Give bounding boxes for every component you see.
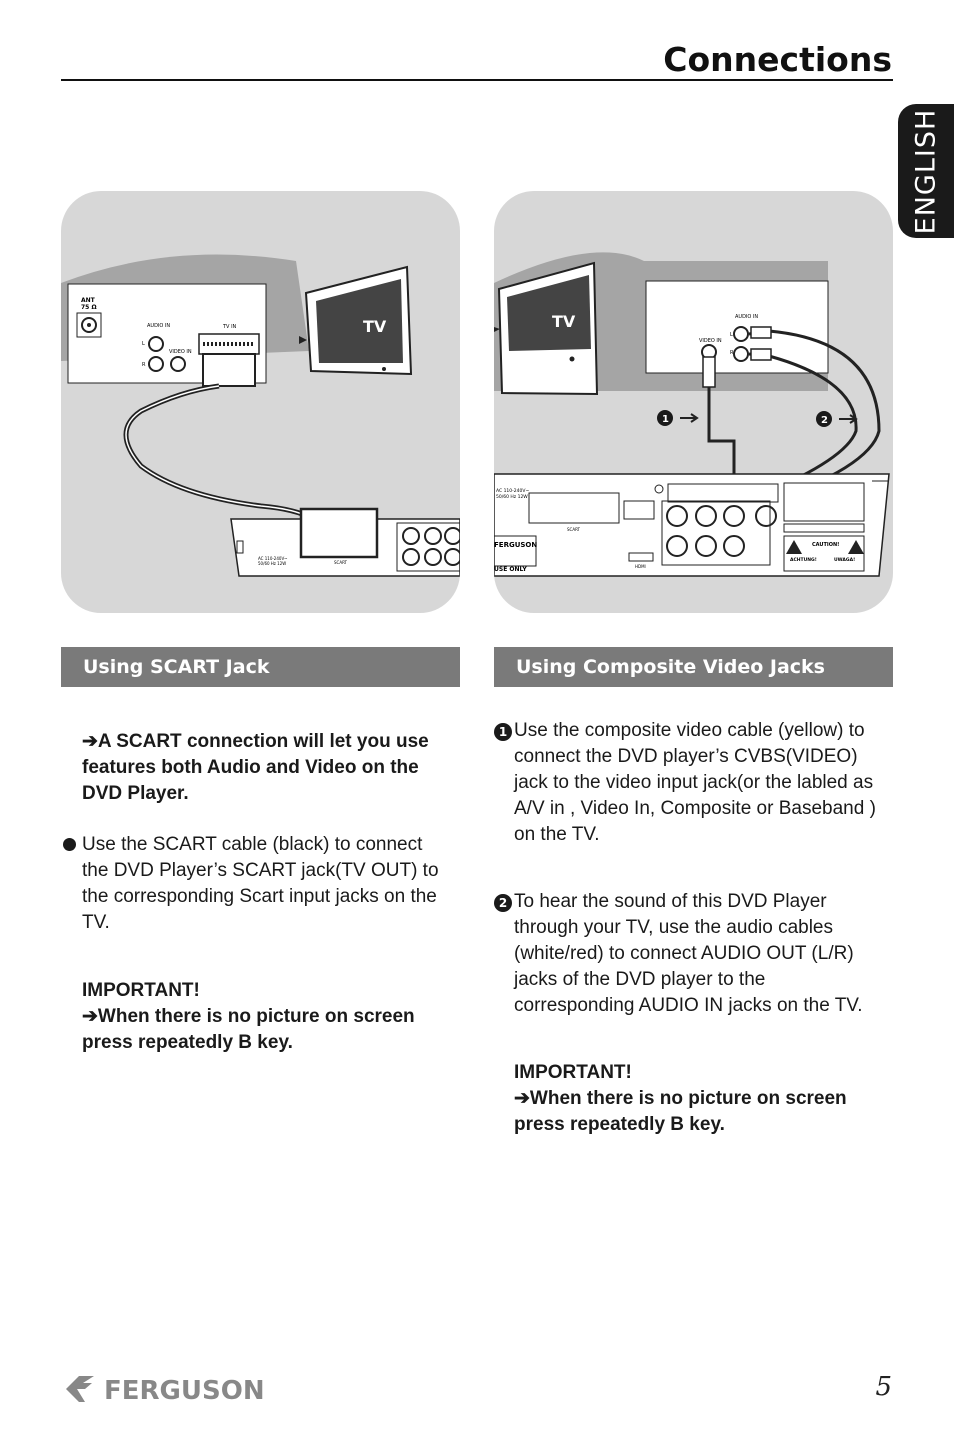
scart-intro: ➔A SCART connection will let you use fea… <box>82 729 454 807</box>
cvbs-connection-diagram: TV AUDIO IN VIDEO IN L R 1 2 AC 110-240V… <box>494 191 893 613</box>
ant-label: ANT <box>81 297 96 304</box>
achtung-label: ACHTUNG! <box>790 557 817 563</box>
scart-connection-diagram: ANT 75 Ω AUDIO IN L R VIDEO IN TV IN TV … <box>61 191 460 613</box>
scart-socket <box>528 492 620 524</box>
cvbs-important-text: When there is no picture on screen press… <box>514 1088 847 1135</box>
cvbs-important-title: IMPORTANT! <box>514 1062 632 1083</box>
title-divider <box>61 79 893 81</box>
video-in-jack <box>170 356 186 372</box>
r-label: R <box>730 350 734 356</box>
step-2-marker-label: 2 <box>821 415 828 426</box>
arrow-icon: ➔ <box>514 1088 530 1109</box>
tv-rear-panel <box>645 280 829 374</box>
video-in-label: VIDEO IN <box>699 338 722 344</box>
step-2-marker <box>816 411 832 427</box>
arrow-icon: ➔ <box>82 1006 98 1027</box>
uwaga-label: UWAGA! <box>834 557 855 563</box>
video-plug-tv <box>702 356 716 388</box>
step-1-marker-label: 1 <box>662 414 669 425</box>
scart-label: SCART <box>567 527 581 532</box>
audio-in-label: AUDIO IN <box>147 323 170 329</box>
ac-label: AC 110-240V~ <box>496 488 529 494</box>
audio-l-jack <box>148 336 164 352</box>
page-number: 5 <box>875 1372 892 1402</box>
cvbs-step-1: Use the composite video cable (yellow) t… <box>514 720 876 845</box>
ac-label: AC 110-240V~ <box>258 556 288 561</box>
scart-plug-tv <box>202 353 256 387</box>
scart-instruction: Use the SCART cable (black) to connect t… <box>82 834 439 933</box>
scart-label: SCART <box>334 560 348 565</box>
use-only-label: USE ONLY <box>494 566 527 573</box>
step-1-badge: 1 <box>494 723 512 741</box>
l-label: L <box>142 341 145 347</box>
audio-in-label: AUDIO IN <box>735 314 758 320</box>
audio-plug-l-tv <box>750 326 772 339</box>
hz-label: 50/60 Hz 12W <box>258 561 286 566</box>
r-label: R <box>142 362 146 368</box>
player-brand: FERGUSON <box>494 541 537 549</box>
cvbs-important-note: ➔When there is no picture on screen pres… <box>514 1086 889 1138</box>
scart-important-title: IMPORTANT! <box>82 980 200 1001</box>
scart-important-text: When there is no picture on screen press… <box>82 1006 415 1053</box>
cvbs-section-header: Using Composite Video Jacks (CVBS) <box>494 647 893 718</box>
arrow-icon: ➔ <box>82 731 98 752</box>
audio-l-jack <box>733 326 749 342</box>
brand-mark-icon <box>66 1376 94 1402</box>
scart-plug-player <box>299 507 379 559</box>
brand-name: FERGUSON <box>104 1376 265 1406</box>
scart-important-note: ➔When there is no picture on screen pres… <box>82 1004 454 1056</box>
page-title: Connections <box>663 40 892 79</box>
video-in-label: VIDEO IN <box>169 349 192 355</box>
dvd-player-rear <box>494 473 890 577</box>
step-1-arrow <box>680 413 699 423</box>
audio-r-jack <box>733 346 749 362</box>
audio-plug-r-tv <box>750 348 772 361</box>
language-tab-label: ENGLISH <box>910 108 942 234</box>
step-1-marker <box>657 410 673 426</box>
scart-section-header: Using SCART Jack <box>61 647 460 687</box>
cvbs-step-2: To hear the sound of this DVD Player thr… <box>514 891 863 1016</box>
ferguson-logo: FERGUSON <box>64 1372 314 1410</box>
scart-intro-text: A SCART connection will let you use feat… <box>82 731 429 804</box>
language-tab: ENGLISH <box>898 104 954 238</box>
hz-label: 50/60 Hz 12W <box>496 494 528 500</box>
step-2-badge: 2 <box>494 894 512 912</box>
ohm-label: 75 Ω <box>81 304 97 311</box>
caution-label: CAUTION! <box>812 542 839 548</box>
tv-label: TV <box>552 312 576 331</box>
antenna-jack <box>76 312 102 338</box>
step-2-arrow <box>839 414 858 424</box>
tv-in-label: TV IN <box>222 324 237 330</box>
bullet-icon <box>63 838 76 851</box>
l-label: L <box>730 332 733 338</box>
audio-r-jack <box>148 356 164 372</box>
tv-label: TV <box>363 317 387 336</box>
hdmi-label: HDMI <box>635 564 646 569</box>
